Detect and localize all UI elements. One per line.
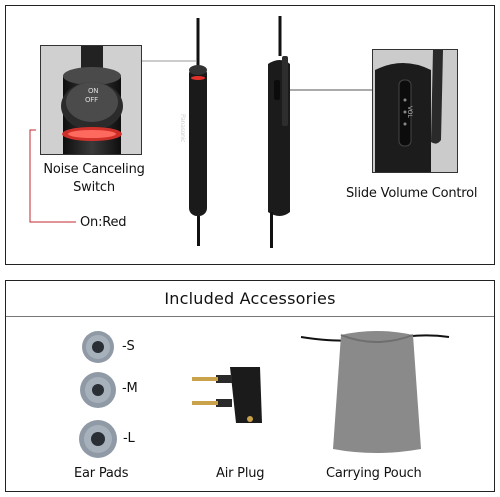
switch-closeup-image: ON OFF xyxy=(40,45,142,155)
ear-pad-icon xyxy=(82,331,114,363)
ear-pad-icon xyxy=(80,372,116,408)
volume-closeup-icon xyxy=(373,50,457,172)
accessories-header: Included Accessories xyxy=(6,281,494,317)
brand-logo: Panasonic xyxy=(179,114,186,143)
switch-closeup-icon xyxy=(41,46,141,154)
headphone-controller-side-icon xyxy=(268,16,290,248)
included-accessories-panel: Included Accessories -S -M -L Ear Pads A… xyxy=(5,280,495,492)
headphone-controller-front-icon xyxy=(189,18,207,246)
ear-pad-size-l: -L xyxy=(123,431,135,446)
carrying-pouch-icon xyxy=(300,331,450,453)
ear-pad-icon xyxy=(79,420,117,458)
product-detail-panel: ON OFF Noise Canceling Switch On:Red Pan… xyxy=(5,5,495,265)
switch-on-text: ON xyxy=(88,87,99,95)
switch-off-text: OFF xyxy=(85,96,98,104)
vol-text: VOL xyxy=(406,106,413,118)
switch-callout-line xyxy=(29,60,374,223)
air-plug-icon xyxy=(192,367,262,423)
ear-pads-label: Ear Pads xyxy=(74,466,129,481)
slide-volume-control-label: Slide Volume Control xyxy=(346,186,478,201)
air-plug-label: Air Plug xyxy=(216,466,265,481)
volume-closeup-image: VOL xyxy=(372,49,458,173)
ear-pad-size-m: -M xyxy=(122,381,138,396)
ear-pad-size-s: -S xyxy=(122,339,135,354)
noise-canceling-switch-label: Noise Canceling Switch xyxy=(43,162,145,195)
carrying-pouch-label: Carrying Pouch xyxy=(326,466,422,481)
on-red-label: On:Red xyxy=(80,215,127,230)
